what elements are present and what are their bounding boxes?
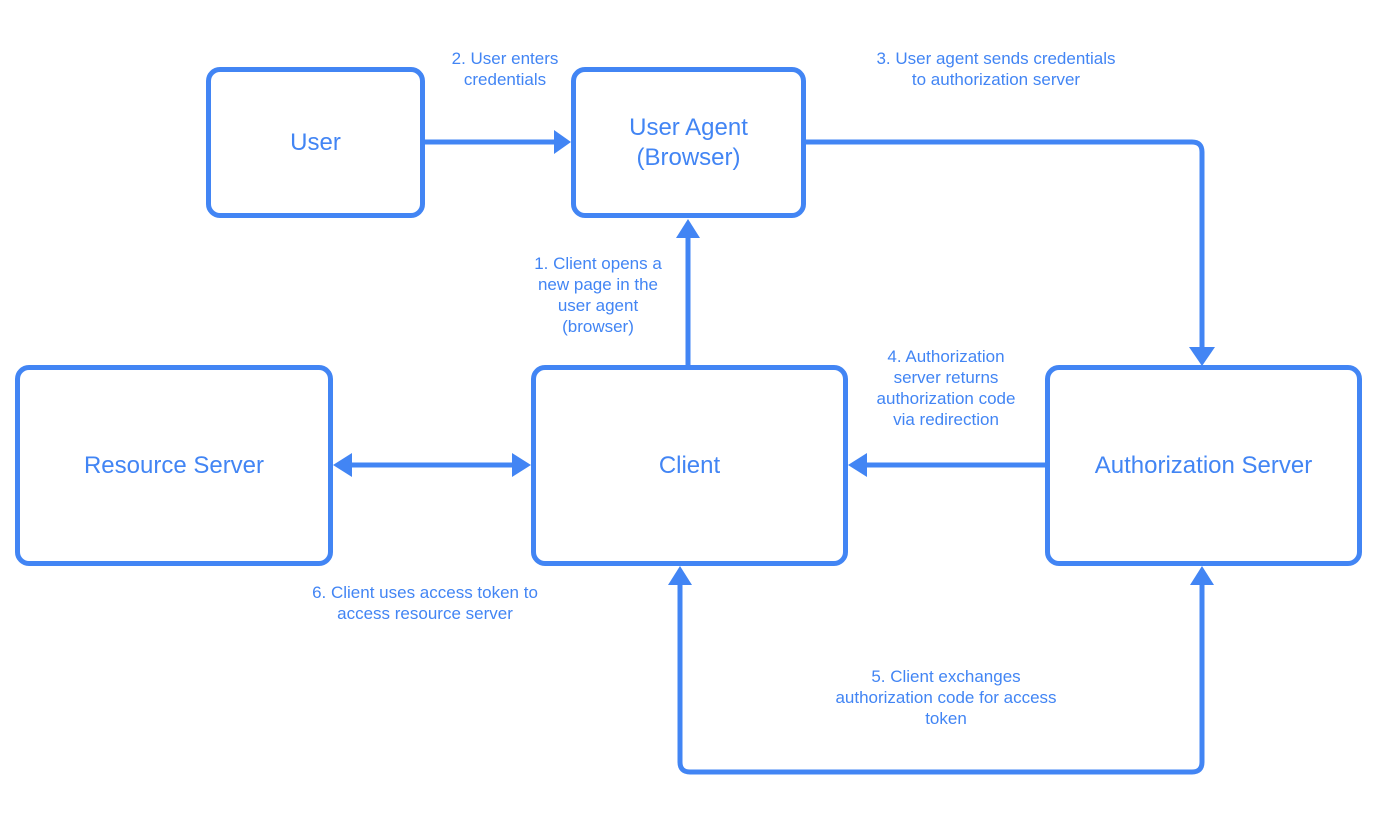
step-6-label: 6. Client uses access token to access re… xyxy=(312,583,538,623)
arrow-user-agent-to-authorization-server xyxy=(803,139,1205,353)
resource-server-node: Resource Server xyxy=(15,365,333,566)
client-node-label: Client xyxy=(658,451,721,479)
arrow-token-exchange-loop xyxy=(677,579,1205,775)
arrowhead-into-user-agent-left xyxy=(554,130,571,154)
step-1-label: 1. Client opens a new page in the user a… xyxy=(534,254,662,336)
arrowhead-into-authorization-server-top xyxy=(1189,347,1215,366)
client-node: Client xyxy=(531,365,848,566)
user-node: User xyxy=(206,67,425,218)
step-3-label: 3. User agent sends credentials to autho… xyxy=(876,49,1116,89)
user-node-label: User xyxy=(290,128,341,156)
arrowhead-into-user-agent-bottom xyxy=(676,219,700,238)
step-4-label: 4. Authorization server returns authoriz… xyxy=(876,347,1016,429)
user-agent-node: User Agent (Browser) xyxy=(571,67,806,218)
authorization-server-node-label: Authorization Server xyxy=(1094,451,1313,479)
arrowhead-into-client-bottom xyxy=(668,566,692,585)
arrowhead-into-client-left xyxy=(512,453,531,477)
user-agent-node-label: User Agent (Browser) xyxy=(629,113,748,171)
resource-server-node-label: Resource Server xyxy=(83,451,265,479)
step-2-label: 2. User enters credentials xyxy=(451,49,559,89)
arrowhead-into-authorization-server-bottom xyxy=(1190,566,1214,585)
step-5-label: 5. Client exchanges authorization code f… xyxy=(835,667,1057,728)
arrowhead-into-resource-server xyxy=(333,453,352,477)
authorization-server-node: Authorization Server xyxy=(1045,365,1362,566)
arrowhead-into-client-right xyxy=(848,453,867,477)
